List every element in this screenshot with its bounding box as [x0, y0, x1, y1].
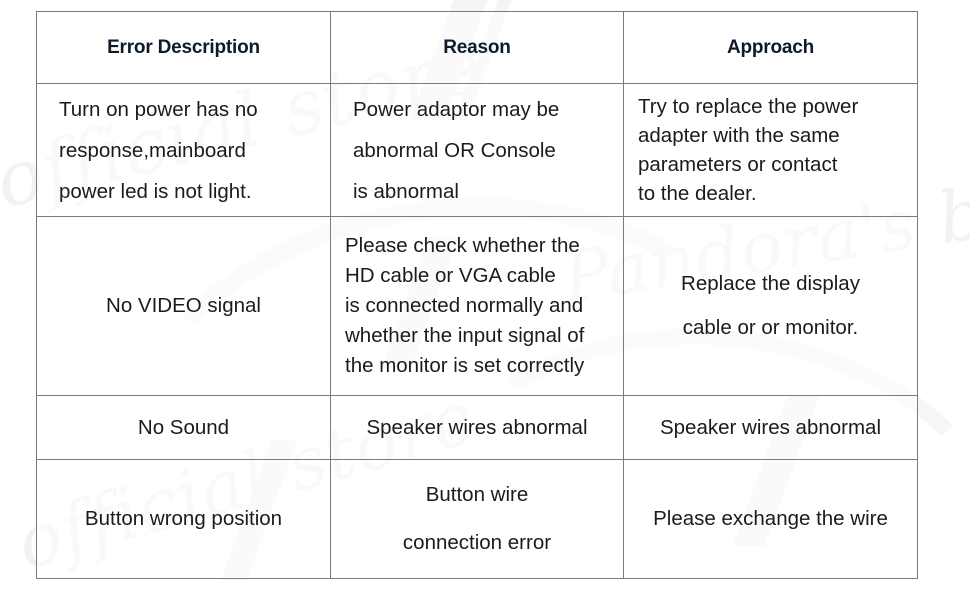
- cell-text-line: Button wire: [425, 483, 529, 506]
- cell-error-description: Button wrong position: [36, 459, 331, 579]
- cell-reason: Please check whether the HD cable or VGA …: [330, 216, 624, 396]
- cell-reason: Power adaptor may be abnormal OR Console i…: [330, 83, 624, 217]
- cell-text-line: HD cable or VGA cable: [345, 264, 556, 287]
- cell-text: Please exchange the wire: [624, 504, 917, 534]
- cell-reason: Speaker wires abnormal: [330, 395, 624, 460]
- table-row: Button wrong position Button wire connect…: [36, 459, 918, 579]
- cell-text-line: No VIDEO signal: [106, 294, 261, 317]
- cell-approach: Please exchange the wire: [623, 459, 918, 579]
- cell-text-line: adapter with the same: [638, 124, 840, 147]
- cell-text-line: whether the input signal of: [345, 324, 585, 347]
- cell-text: Turn on power has no response,mainboard po…: [37, 89, 330, 212]
- cell-text-line: Replace the display: [681, 272, 860, 295]
- cell-text: Power adaptor may be abnormal OR Console i…: [331, 89, 623, 212]
- table-header-row: Error Description Reason Approach: [36, 11, 918, 84]
- cell-text-line: cable or or monitor.: [682, 316, 859, 339]
- table-body: Turn on power has no response,mainboard po…: [36, 83, 918, 579]
- cell-text-line: Try to replace the power: [638, 95, 859, 118]
- cell-text: No Sound: [37, 414, 330, 442]
- table-row: No VIDEO signal Please check whether the…: [36, 216, 918, 396]
- cell-approach: Speaker wires abnormal: [623, 395, 918, 460]
- cell-text: Please check whether the HD cable or VGA …: [331, 231, 623, 381]
- cell-text-line: response,mainboard: [59, 138, 246, 162]
- cell-text-line: Please exchange the wire: [653, 507, 888, 530]
- cell-reason: Button wire connection error: [330, 459, 624, 579]
- cell-text-line: is abnormal: [353, 179, 459, 203]
- cell-text-line: is connected normally and: [345, 294, 584, 317]
- troubleshooting-table: Error Description Reason Approach Turn o…: [36, 11, 918, 579]
- cell-text: Speaker wires abnormal: [624, 414, 917, 442]
- cell-text-line: power led is not light.: [59, 179, 252, 203]
- cell-text-line: Turn on power has no: [59, 97, 258, 121]
- column-header-reason: Reason: [330, 11, 624, 84]
- cell-text-line: the monitor is set correctly: [345, 354, 585, 377]
- cell-text-line: Speaker wires abnormal: [659, 415, 882, 439]
- cell-text-line: parameters or contact: [638, 153, 838, 176]
- cell-approach: Try to replace the power adapter with the…: [623, 83, 918, 217]
- table-row: Turn on power has no response,mainboard po…: [36, 83, 918, 217]
- table-row: No Sound Speaker wires abnormal Speaker …: [36, 395, 918, 460]
- column-header-approach: Approach: [623, 11, 918, 84]
- table-header: Error Description Reason Approach: [36, 11, 918, 84]
- cell-text: No VIDEO signal: [37, 291, 330, 321]
- cell-text-line: No Sound: [137, 415, 230, 439]
- cell-text-line: Button wrong position: [84, 507, 283, 530]
- cell-text-line: Power adaptor may be: [353, 97, 560, 121]
- column-header-error-description: Error Description: [36, 11, 331, 84]
- cell-approach: Replace the display cable or or monitor.: [623, 216, 918, 396]
- cell-text: Button wire connection error: [331, 471, 623, 567]
- cell-text-line: Speaker wires abnormal: [366, 415, 588, 439]
- cell-text: Button wrong position: [37, 504, 330, 534]
- cell-text: Try to replace the power adapter with the…: [624, 92, 917, 208]
- cell-text: Speaker wires abnormal: [331, 414, 623, 442]
- cell-text-line: abnormal OR Console: [353, 138, 556, 162]
- cell-text: Replace the display cable or or monitor.: [624, 262, 917, 350]
- cell-error-description: No Sound: [36, 395, 331, 460]
- cell-error-description: Turn on power has no response,mainboard po…: [36, 83, 331, 217]
- cell-error-description: No VIDEO signal: [36, 216, 331, 396]
- cell-text-line: to the dealer.: [638, 182, 757, 205]
- cell-text-line: Please check whether the: [345, 234, 580, 257]
- cell-text-line: connection error: [402, 531, 552, 554]
